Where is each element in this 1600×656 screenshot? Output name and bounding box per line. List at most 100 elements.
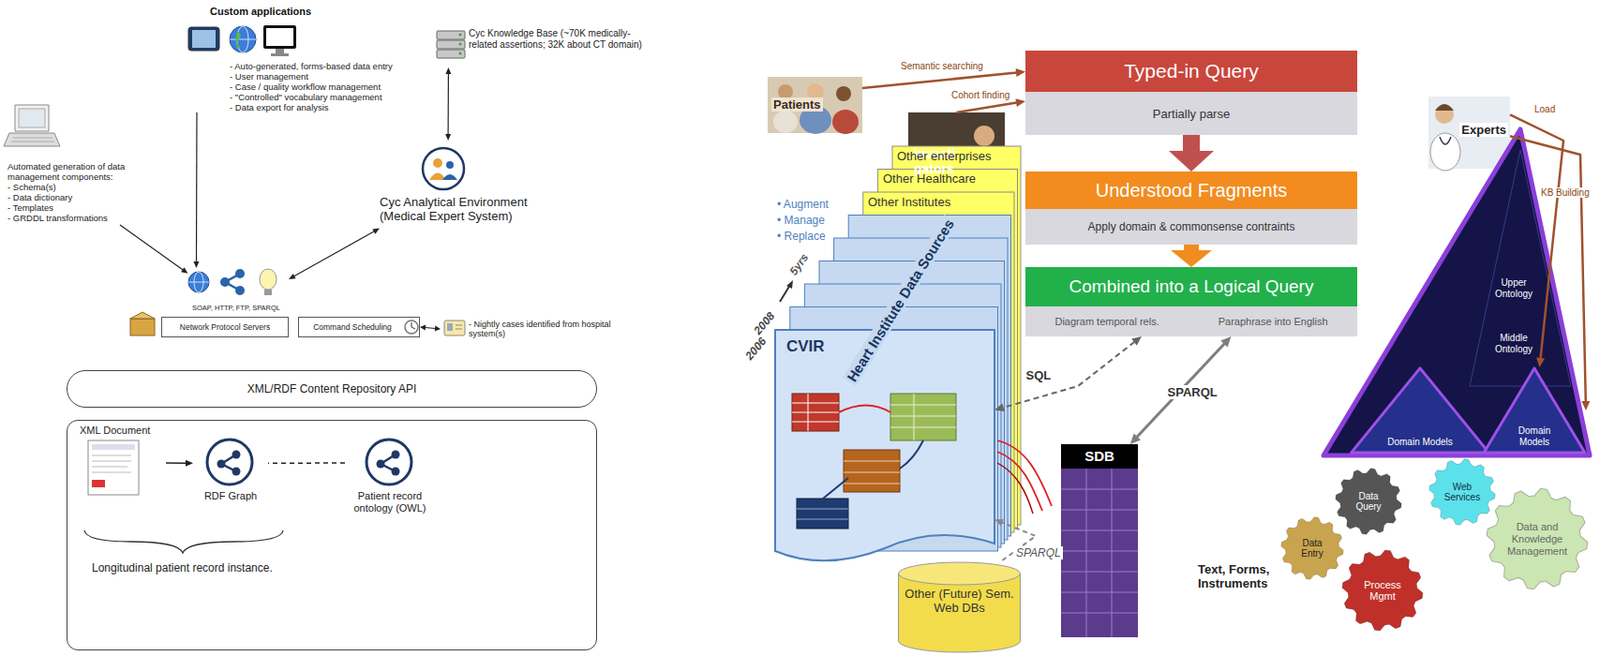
connector — [268, 463, 345, 464]
stack-arrow — [786, 280, 793, 289]
page-tab: Other Healthcare — [882, 170, 1013, 190]
connector — [994, 336, 1142, 412]
free-label: Heart Institute Data Sources — [841, 214, 958, 387]
monitor-icon — [263, 25, 297, 49]
laptop-icon — [14, 104, 49, 132]
laptop-icon — [3, 133, 60, 147]
stack-arrow — [779, 280, 793, 302]
rdf-graph-icon — [217, 460, 226, 469]
process-box: Command Scheduling — [298, 316, 420, 338]
gear: Process Mgmt — [1341, 549, 1424, 632]
gear: Web Services — [1428, 458, 1496, 526]
connector — [1170, 244, 1212, 268]
connector-line — [1510, 114, 1564, 359]
node-text: Patients — [771, 97, 823, 112]
node-text: - Schema(s) — [7, 181, 149, 193]
source-tables — [913, 393, 915, 441]
free-label: • Augment — [777, 197, 829, 211]
node-text: - GRDDL transformations — [7, 212, 149, 224]
source-tables — [890, 427, 957, 429]
domain-model: Domain Models — [1482, 367, 1586, 454]
server-icon — [436, 49, 465, 59]
clock-icon — [411, 327, 416, 329]
query-stage: Typed-in QueryPartially parse — [1025, 50, 1358, 135]
node-text: - Templates — [7, 202, 149, 213]
arrowhead — [445, 134, 451, 141]
free-label: • Manage — [777, 213, 825, 227]
node-text: Understood Fragments — [1025, 171, 1358, 210]
rdf-graph-icon — [207, 439, 253, 485]
node-text: Other Institutes — [867, 194, 1009, 211]
process-box: Network Protocol Servers — [161, 316, 289, 338]
query-stage: Combined into a Logical QueryDiagram tem… — [1025, 267, 1358, 337]
ontology-pyramid — [1323, 129, 1590, 456]
package-icon — [130, 312, 155, 319]
node-text: Domain Models — [1387, 436, 1452, 449]
connector — [445, 67, 451, 141]
document-icon — [91, 472, 132, 474]
triangle-outline — [1351, 368, 1490, 453]
node-text: Custom applications — [209, 5, 422, 17]
rdf-graph-icon — [232, 467, 241, 477]
node-text: Data Query — [1345, 491, 1391, 512]
ontology-layer: Upper Ontology — [1485, 269, 1542, 308]
source-tables — [890, 416, 957, 418]
node-text: XML Document — [79, 424, 166, 436]
ontology-node: Patient record ontology (OWL) — [344, 433, 435, 528]
node-text: Patient record ontology (OWL) — [344, 490, 435, 515]
node-text: - Case / quality workflow management — [229, 81, 422, 92]
free-label: 2006 — [742, 334, 769, 362]
monitor-icon — [263, 25, 297, 57]
laptop-icon — [18, 108, 45, 128]
expert-system-icon — [446, 161, 454, 169]
connector — [1510, 135, 1590, 411]
document-icon — [91, 479, 105, 488]
text-block: Cyc Knowledge Base (~70K medically-relat… — [431, 28, 647, 68]
arrowhead — [1581, 401, 1590, 411]
connector — [419, 325, 441, 332]
arrowhead — [445, 67, 451, 75]
connector — [165, 460, 194, 467]
arrowhead — [1220, 336, 1231, 347]
source-tables — [792, 403, 839, 404]
arrowhead — [372, 228, 380, 235]
node-text: - User management — [229, 71, 422, 82]
connector — [193, 112, 199, 269]
database-grid — [1061, 592, 1138, 594]
connector — [119, 224, 188, 274]
protocol-icons — [235, 269, 245, 279]
node-text: Combined into a Logical Query — [1025, 267, 1358, 307]
node-text: Cyc Knowledge Base (~70K medically-relat… — [468, 28, 647, 51]
globe-icon — [229, 26, 256, 53]
database-cylinder — [898, 573, 1021, 653]
connector — [862, 68, 1026, 89]
connector-line — [1182, 134, 1200, 152]
edge-label: Load — [1533, 104, 1556, 115]
text-row: Diagram temporal rels.Paraphrase into En… — [1025, 306, 1358, 337]
source-tables — [843, 449, 900, 493]
expert-system-icon — [433, 158, 443, 168]
protocol-icons — [188, 282, 210, 284]
free-label: 2008 — [750, 309, 778, 337]
connector — [1168, 134, 1214, 172]
tablet-icon — [192, 29, 216, 48]
expert-system-icon — [442, 174, 458, 180]
expert-system-icon — [422, 148, 464, 190]
text-block: - Nightly cases identified from hospital… — [440, 316, 647, 342]
server-icon — [459, 33, 463, 37]
node-text: Other (Future) Sem. Web DBs — [903, 586, 1016, 615]
protocol-hub: SOAP, HTTP, FTP, SPARQL — [183, 268, 289, 314]
source-tables — [796, 498, 849, 529]
protocol-icons — [264, 289, 272, 296]
patients-photo — [773, 110, 798, 134]
data-source-page: CVIR — [775, 329, 995, 554]
database-cylinder: Other (Future) Sem. Web DBs — [897, 560, 1021, 651]
connector-line — [1002, 342, 1135, 408]
document-icon — [91, 466, 128, 468]
source-tables — [843, 461, 900, 463]
red-wires — [997, 463, 1033, 514]
source-tables — [843, 472, 900, 474]
connector-line — [1183, 244, 1199, 252]
